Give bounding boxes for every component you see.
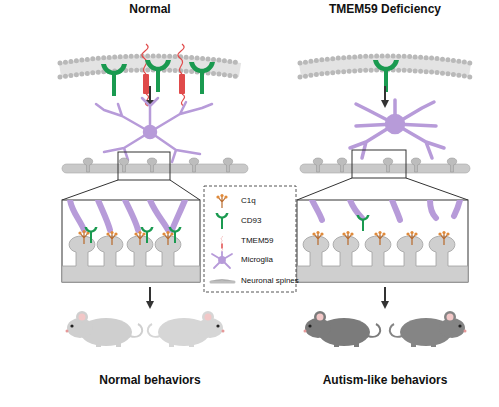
- panel-label: Normal behaviors: [99, 374, 200, 388]
- legend-text: C1q: [241, 196, 256, 205]
- panel-label: TMEM59 Deficiency: [329, 3, 441, 17]
- panel-label: Normal: [129, 3, 170, 17]
- neuronal-dendrite: [62, 158, 470, 173]
- tmem59-protein: [142, 44, 185, 106]
- legend-text: CD93: [241, 216, 261, 225]
- mouse: [66, 311, 467, 347]
- cd93-receptor: [101, 60, 399, 96]
- legend-text: Neuronal spines: [241, 276, 299, 285]
- panel-label: Autism-like behaviors: [323, 374, 448, 388]
- legend-text: TMEM59: [241, 236, 273, 245]
- legend-text: Microglia: [241, 255, 273, 264]
